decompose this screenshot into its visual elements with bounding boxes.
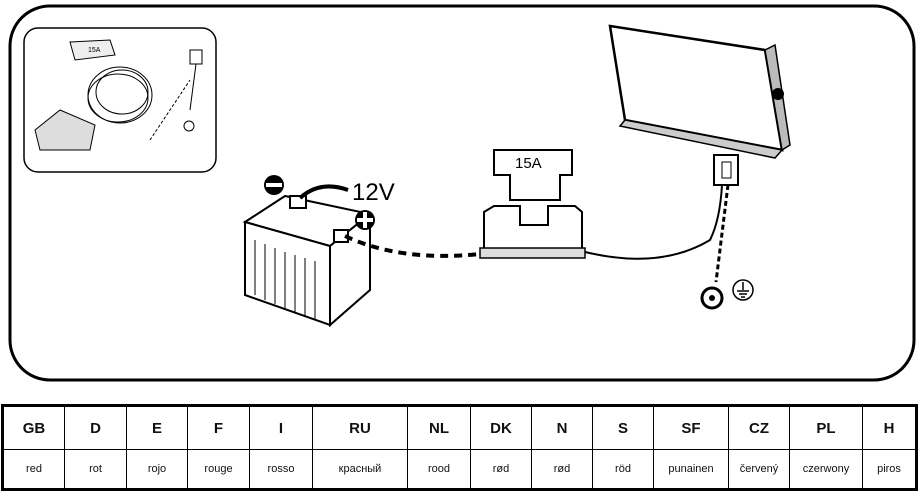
color-name: punainen	[653, 449, 729, 490]
language-code: RU	[312, 405, 408, 450]
color-name: rød	[470, 449, 532, 490]
battery	[242, 194, 373, 328]
color-name: красный	[312, 449, 408, 490]
language-header-row: GB D E F I RU NL DK N S SF CZ PL H	[2, 405, 917, 450]
color-name: czerwony	[789, 449, 863, 490]
ground-icon	[732, 279, 754, 301]
language-code: GB	[2, 405, 65, 450]
color-name: rosso	[249, 449, 313, 490]
language-code: I	[249, 405, 313, 450]
wiring-diagram: 15A 12V 15A	[8, 4, 916, 382]
color-name: rojo	[126, 449, 188, 490]
color-name: červený	[728, 449, 790, 490]
color-name: red	[2, 449, 65, 490]
color-name: rouge	[187, 449, 250, 490]
color-name: rood	[407, 449, 471, 490]
language-code: F	[187, 405, 250, 450]
kit-contents-inset: 15A	[23, 27, 217, 173]
wire-to-device	[584, 184, 723, 260]
ground-wire	[714, 184, 730, 283]
language-code: CZ	[728, 405, 790, 450]
language-code: H	[862, 405, 917, 450]
color-name: röd	[592, 449, 654, 490]
color-name-row: red rot rojo rouge rosso красный rood rø…	[2, 449, 917, 490]
battery-ground-cable	[298, 184, 349, 200]
language-code: S	[592, 405, 654, 450]
device-unit	[608, 24, 791, 186]
color-name: rot	[64, 449, 127, 490]
fuse-label: 15A	[515, 155, 542, 172]
language-code: N	[531, 405, 593, 450]
language-code: PL	[789, 405, 863, 450]
color-name: rød	[531, 449, 593, 490]
language-code: SF	[653, 405, 729, 450]
wire-color-table: GB D E F I RU NL DK N S SF CZ PL H red r…	[1, 404, 918, 491]
red-wire-dashed	[344, 234, 481, 258]
color-name: piros	[862, 449, 917, 490]
language-code: D	[64, 405, 127, 450]
language-code: E	[126, 405, 188, 450]
language-code: DK	[470, 405, 532, 450]
language-code: NL	[407, 405, 471, 450]
voltage-label: 12V	[352, 179, 395, 206]
kit-fuse-label: 15A	[88, 47, 101, 54]
